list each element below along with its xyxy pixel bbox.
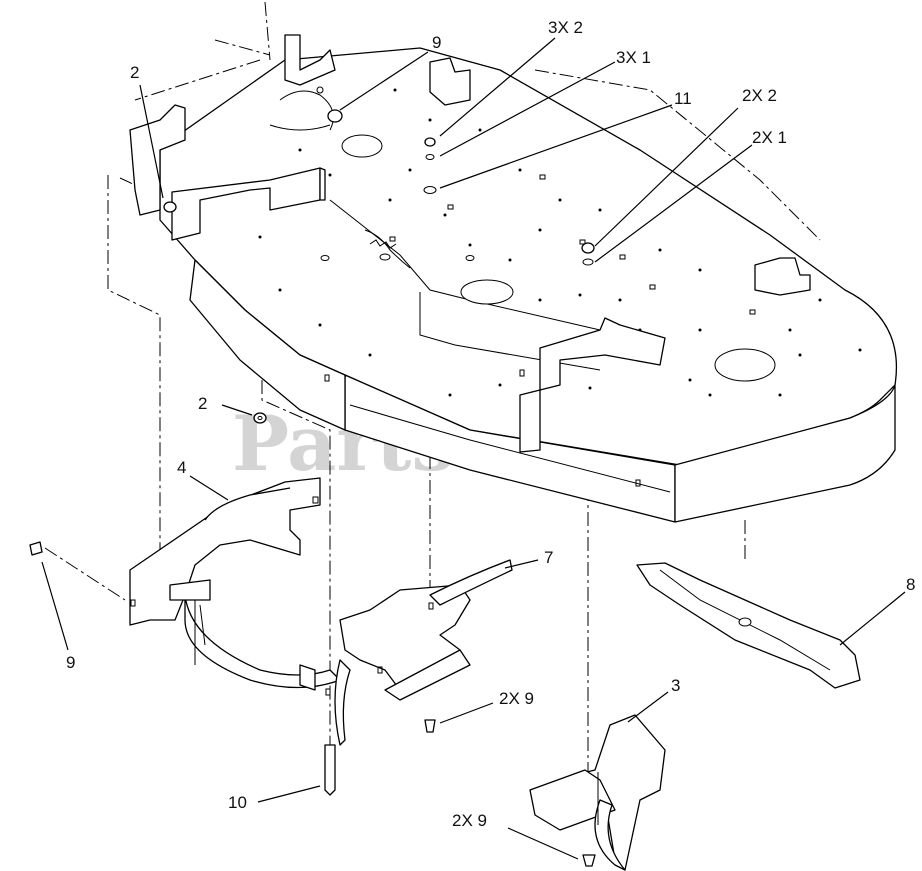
spindle-opening-right xyxy=(714,348,776,382)
leader-lines xyxy=(41,37,906,860)
callout-3x2: 3X 2 xyxy=(548,18,583,37)
blade-center-hole xyxy=(738,617,752,627)
callout-2x1: 2X 1 xyxy=(752,128,787,147)
callout-2-mid: 2 xyxy=(198,394,207,413)
callout-10: 10 xyxy=(228,793,247,812)
nut-top xyxy=(424,137,436,147)
callout-3: 3 xyxy=(671,676,680,695)
spindle-guard xyxy=(529,714,666,871)
spindle-opening-center xyxy=(460,279,514,305)
callout-labels: 9 3X 2 3X 1 11 2X 2 2X 1 2 2 4 7 8 9 2X … xyxy=(66,18,915,830)
callout-2x9-mid: 2X 9 xyxy=(499,689,534,708)
callout-9-top: 9 xyxy=(432,33,441,52)
callout-2x2: 2X 2 xyxy=(742,86,777,105)
callout-11: 11 xyxy=(674,89,692,108)
callout-9-left: 9 xyxy=(66,653,75,672)
mower-blade xyxy=(636,562,861,689)
deck-hardware xyxy=(163,137,595,266)
discharge-baffle xyxy=(129,477,341,689)
callout-3x1: 3X 1 xyxy=(616,48,651,67)
callout-7: 7 xyxy=(544,548,553,567)
callout-8: 8 xyxy=(906,575,915,594)
mower-deck xyxy=(159,47,898,523)
spindle-opening-left xyxy=(341,134,383,158)
fasteners xyxy=(29,412,596,867)
baffle-plate xyxy=(299,559,513,746)
deck-brackets xyxy=(129,34,811,453)
callout-2-top: 2 xyxy=(130,63,139,82)
nut-right xyxy=(581,242,595,254)
callout-2x9-bot: 2X 9 xyxy=(452,811,487,830)
callout-4: 4 xyxy=(177,458,186,477)
nut-left xyxy=(163,201,177,213)
